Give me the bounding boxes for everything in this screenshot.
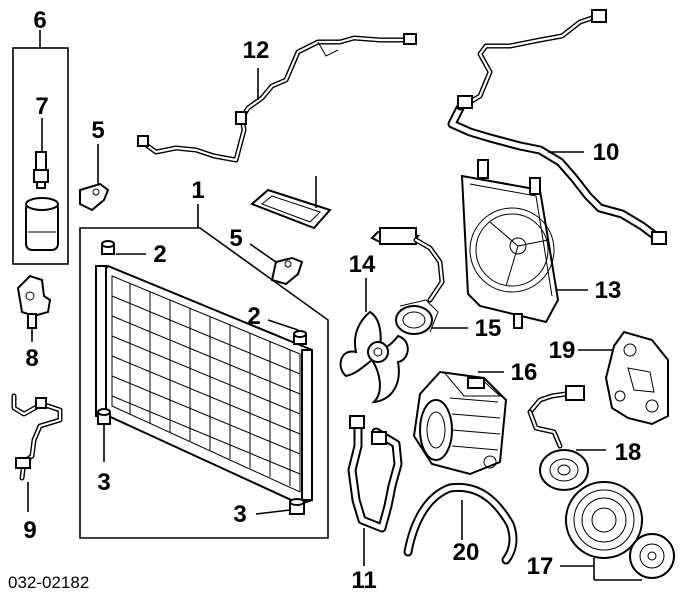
- condenser-cushion-lower-right[interactable]: [289, 498, 305, 515]
- condenser-fan-motor[interactable]: [370, 227, 445, 335]
- callout-19: 19: [549, 337, 576, 364]
- receiver-dryer[interactable]: [25, 197, 59, 251]
- callout-15: 15: [475, 315, 502, 342]
- condenser-fan-shroud[interactable]: [460, 159, 560, 329]
- callout-2-upper: 2: [153, 241, 166, 268]
- callout-16: 16: [511, 359, 538, 386]
- callout-7: 7: [35, 93, 48, 120]
- callout-3-left: 3: [97, 469, 110, 496]
- discharge-pipe[interactable]: [137, 33, 417, 163]
- receiver-dryer-group: [12, 30, 69, 265]
- callout-12: 12: [243, 37, 270, 64]
- callout-9: 9: [23, 517, 36, 544]
- callout-13: 13: [595, 277, 622, 304]
- callout-1: 1: [191, 177, 204, 204]
- callout-8: 8: [25, 345, 38, 372]
- callout-5-upper: 5: [91, 117, 104, 144]
- condenser-assembly-frame: [79, 227, 329, 539]
- callout-2-lower: 2: [247, 303, 260, 330]
- pressure-switch[interactable]: [33, 151, 49, 189]
- callout-5-lower: 5: [229, 225, 242, 252]
- diagram-code: 032-02182: [8, 573, 89, 592]
- receiver-pipe[interactable]: [11, 393, 63, 481]
- condenser-cushion-upper-left[interactable]: [101, 240, 115, 255]
- condenser-cushion-lower-left[interactable]: [97, 408, 111, 425]
- condenser-cushion-upper-right[interactable]: [293, 330, 307, 345]
- callout-14: 14: [349, 251, 376, 278]
- leader-17: [560, 558, 642, 581]
- compressor-belt[interactable]: [403, 482, 518, 565]
- callout-17: 17: [527, 553, 554, 580]
- compressor-clutch-pulley[interactable]: [565, 481, 675, 579]
- compressor-hose[interactable]: [347, 415, 403, 533]
- callout-10: 10: [593, 139, 620, 166]
- condenser-seal[interactable]: [250, 188, 332, 230]
- condenser-fan[interactable]: [339, 310, 409, 404]
- compressor-clutch-coil[interactable]: [527, 385, 589, 491]
- receiver-bracket[interactable]: [16, 274, 52, 329]
- suction-hose[interactable]: [447, 9, 667, 245]
- condenser-core-grid: [111, 284, 301, 486]
- callout-20: 20: [453, 539, 480, 566]
- condenser-bracket-upper[interactable]: [79, 182, 110, 212]
- condenser[interactable]: [95, 264, 313, 506]
- leader-5b: [249, 243, 277, 263]
- callout-18: 18: [615, 439, 642, 466]
- condenser-bracket-lower[interactable]: [270, 256, 304, 286]
- callout-6: 6: [33, 7, 46, 34]
- callout-3-right: 3: [233, 501, 246, 528]
- compressor-bracket[interactable]: [604, 330, 669, 426]
- compressor[interactable]: [412, 370, 508, 476]
- leader-2b: [267, 319, 299, 331]
- leader-3b: [255, 509, 291, 515]
- callout-11: 11: [351, 567, 376, 594]
